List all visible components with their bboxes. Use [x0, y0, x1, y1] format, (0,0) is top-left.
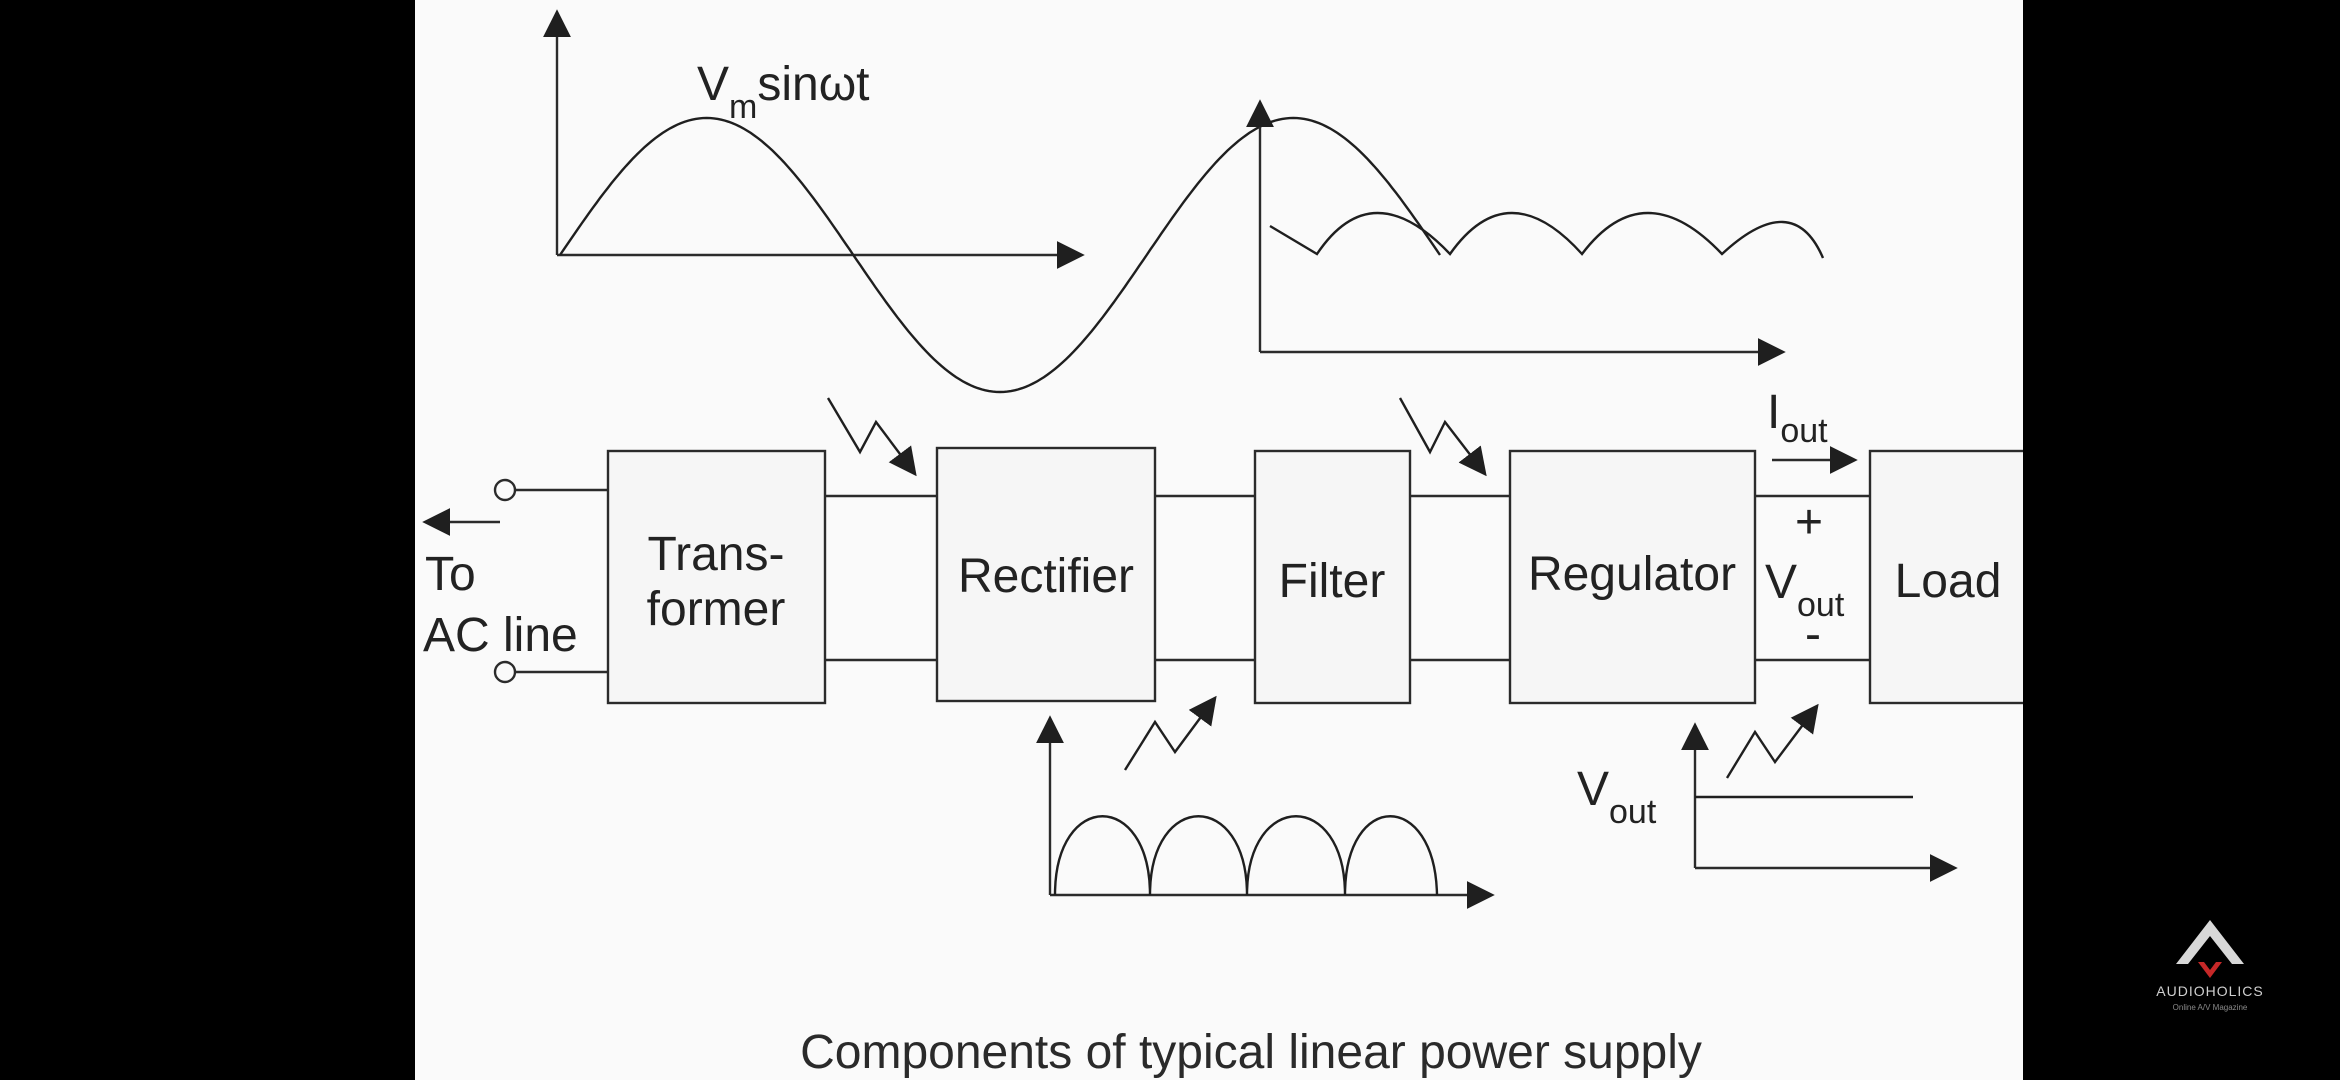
audioholics-logo: AUDIOHOLICS Online A/V Magazine	[2156, 920, 2263, 1012]
rectifier-output-arrow	[1123, 695, 1217, 771]
ac-terminal-top	[493, 478, 517, 502]
sine-wave-label: Vmsinωt	[697, 58, 870, 126]
diagram-caption: Components of typical linear power suppl…	[800, 1026, 1702, 1079]
ac-line-label-2: AC line	[423, 609, 578, 662]
transformer-to-rectifier-arrow	[826, 397, 917, 477]
rectified-graph	[1036, 715, 1495, 909]
transformer-label-2: former	[647, 583, 786, 636]
slide-frame: Vmsinωt Vout	[415, 0, 2023, 1080]
plus-sign: +	[1795, 496, 1823, 549]
block-regulator: Regulator	[1508, 449, 1757, 705]
logo-brand-text: AUDIOHOLICS	[2156, 983, 2263, 999]
rectified-trace	[1053, 815, 1439, 896]
ac-terminal-bottom	[493, 660, 517, 684]
circuit-wires	[422, 446, 1870, 684]
minus-sign: -	[1805, 608, 1821, 661]
filter-to-regulator-arrow	[1398, 397, 1487, 477]
sine-wave-graph: Vmsinωt	[543, 9, 1441, 394]
vout-label: Vout	[1765, 556, 1845, 624]
block-load: Load	[1868, 449, 2023, 705]
current-out-label: Iout	[1767, 386, 1828, 450]
load-label: Load	[1895, 555, 2002, 608]
logo-mark-icon	[2176, 920, 2244, 964]
signal-flow-arrows	[826, 397, 1819, 779]
rectifier-label: Rectifier	[958, 550, 1134, 603]
regulator-output-arrow	[1725, 703, 1819, 779]
ripple-trace	[1269, 211, 1825, 259]
dc-output-graph: Vout	[1577, 722, 1958, 882]
block-rectifier: Rectifier	[935, 446, 1157, 703]
vout-graph-label: Vout	[1577, 763, 1657, 831]
logo-tagline-text: Online A/V Magazine	[2173, 1003, 2248, 1012]
regulator-label: Regulator	[1528, 548, 1736, 601]
sine-wave-trace	[559, 116, 1441, 394]
ac-line-label-1: To	[425, 548, 476, 601]
filter-label: Filter	[1279, 555, 1386, 608]
block-filter: Filter	[1253, 449, 1412, 705]
block-transformer: Trans- former	[606, 449, 827, 705]
transformer-label-1: Trans-	[648, 528, 785, 581]
ripple-graph	[1246, 99, 1825, 366]
power-supply-diagram: Vmsinωt Vout	[422, 9, 2023, 1079]
